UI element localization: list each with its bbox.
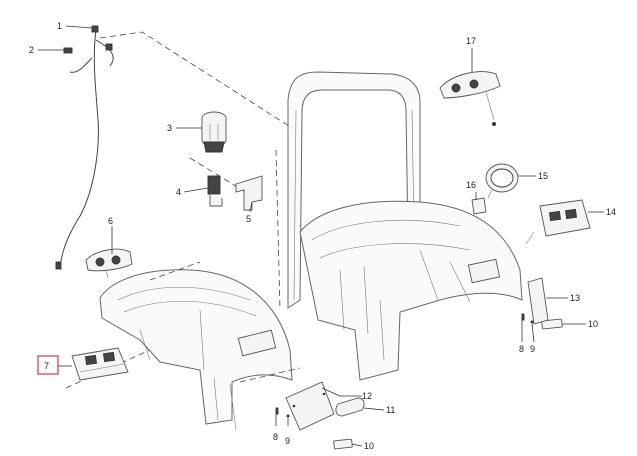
- callout-17[interactable]: 17: [466, 36, 476, 46]
- right-fender: [299, 200, 523, 381]
- callout-8-right[interactable]: 8: [519, 344, 524, 354]
- callout-7-highlight-box: [37, 355, 59, 375]
- callout-16[interactable]: 16: [466, 180, 476, 190]
- callout-leaders: [38, 25, 604, 447]
- callout-8-left[interactable]: 8: [273, 432, 278, 442]
- callout-4[interactable]: 4: [176, 187, 181, 197]
- round-work-light: [485, 163, 519, 199]
- callout-10-right[interactable]: 10: [588, 319, 598, 329]
- callout-7[interactable]: 7: [44, 361, 49, 371]
- callout-12[interactable]: 12: [362, 391, 372, 401]
- callout-6[interactable]: 6: [108, 216, 113, 226]
- right-side-bracket: [527, 277, 549, 325]
- plate-lamp: [335, 397, 365, 417]
- right-rear-lamp: [525, 199, 591, 245]
- callout-9-right[interactable]: 9: [530, 344, 535, 354]
- callout-2[interactable]: 2: [29, 45, 34, 55]
- callout-5[interactable]: 5: [246, 214, 251, 224]
- top-work-light: [439, 71, 501, 126]
- bracket: [235, 175, 263, 211]
- callout-9-left[interactable]: 9: [285, 436, 290, 446]
- small-mount: [471, 197, 487, 215]
- left-rear-lamp: [71, 347, 129, 381]
- left-work-light: [85, 248, 133, 279]
- license-plate-bracket: [285, 381, 335, 431]
- reflector-right: [541, 318, 563, 330]
- callout-10-lower[interactable]: 10: [364, 441, 374, 451]
- roll-bar-frame: [275, 71, 421, 311]
- wire-harness: [55, 25, 114, 270]
- callout-1[interactable]: 1: [57, 21, 62, 31]
- beacon-mount: [207, 175, 223, 207]
- callout-labels: 1 2 3 4 5 6 7 8 9 10 11 12 13 14 15 16 1…: [29, 21, 616, 451]
- left-fender: [99, 269, 293, 431]
- callout-13[interactable]: 13: [570, 293, 580, 303]
- fasteners-right: [521, 313, 534, 324]
- callout-14[interactable]: 14: [606, 207, 616, 217]
- callout-3[interactable]: 3: [167, 123, 172, 133]
- callout-11[interactable]: 11: [386, 405, 395, 415]
- beacon-light: [201, 111, 227, 153]
- fasteners-left: [275, 407, 290, 418]
- reflector-lower: [333, 438, 353, 450]
- callout-15[interactable]: 15: [538, 171, 548, 181]
